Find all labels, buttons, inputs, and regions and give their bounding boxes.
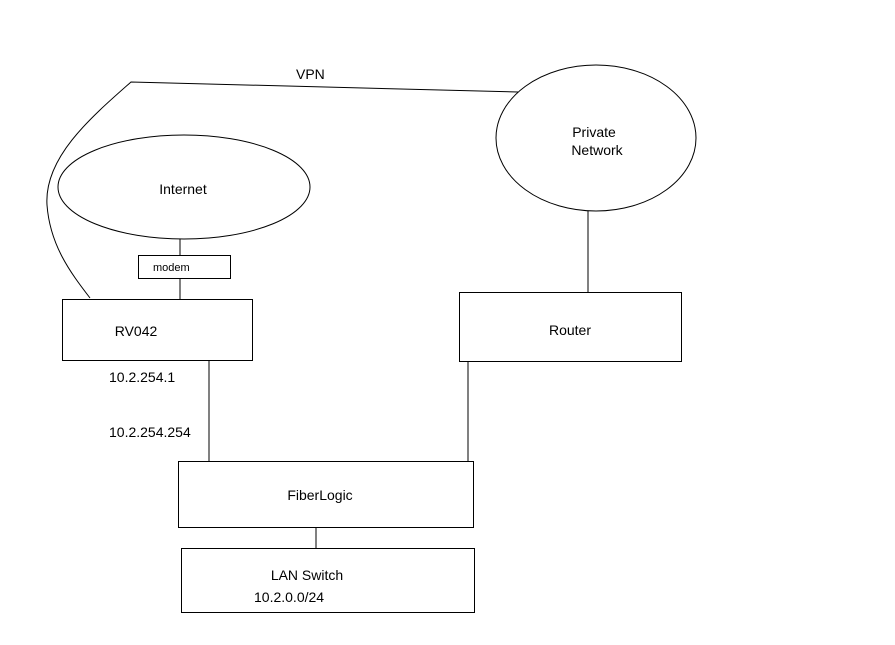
router-label: Router: [549, 322, 591, 338]
internet-label: Internet: [159, 181, 207, 197]
private-network-label-line2: Network: [571, 142, 623, 158]
modem-label: modem: [153, 262, 190, 274]
router-box: [459, 292, 682, 362]
lan-switch-label: LAN Switch: [271, 567, 343, 583]
lan-subnet-label: 10.2.0.0/24: [254, 589, 324, 605]
fiberlogic-ip-label: 10.2.254.254: [109, 424, 191, 440]
private-network-ellipse: [495, 64, 697, 212]
rv042-ip-label: 10.2.254.1: [109, 369, 175, 385]
vpn-label: VPN: [296, 66, 325, 82]
fiberlogic-box: [178, 461, 474, 528]
lan-switch-box: [181, 548, 475, 613]
private-network-label-line1: Private: [572, 124, 616, 140]
vpn-tunnel-line: [46, 81, 519, 299]
modem-box: [138, 255, 231, 279]
internet-ellipse: [57, 134, 311, 240]
fiberlogic-label: FiberLogic: [287, 487, 352, 503]
rv042-label: RV042: [115, 323, 158, 339]
rv042-box: [62, 299, 253, 361]
